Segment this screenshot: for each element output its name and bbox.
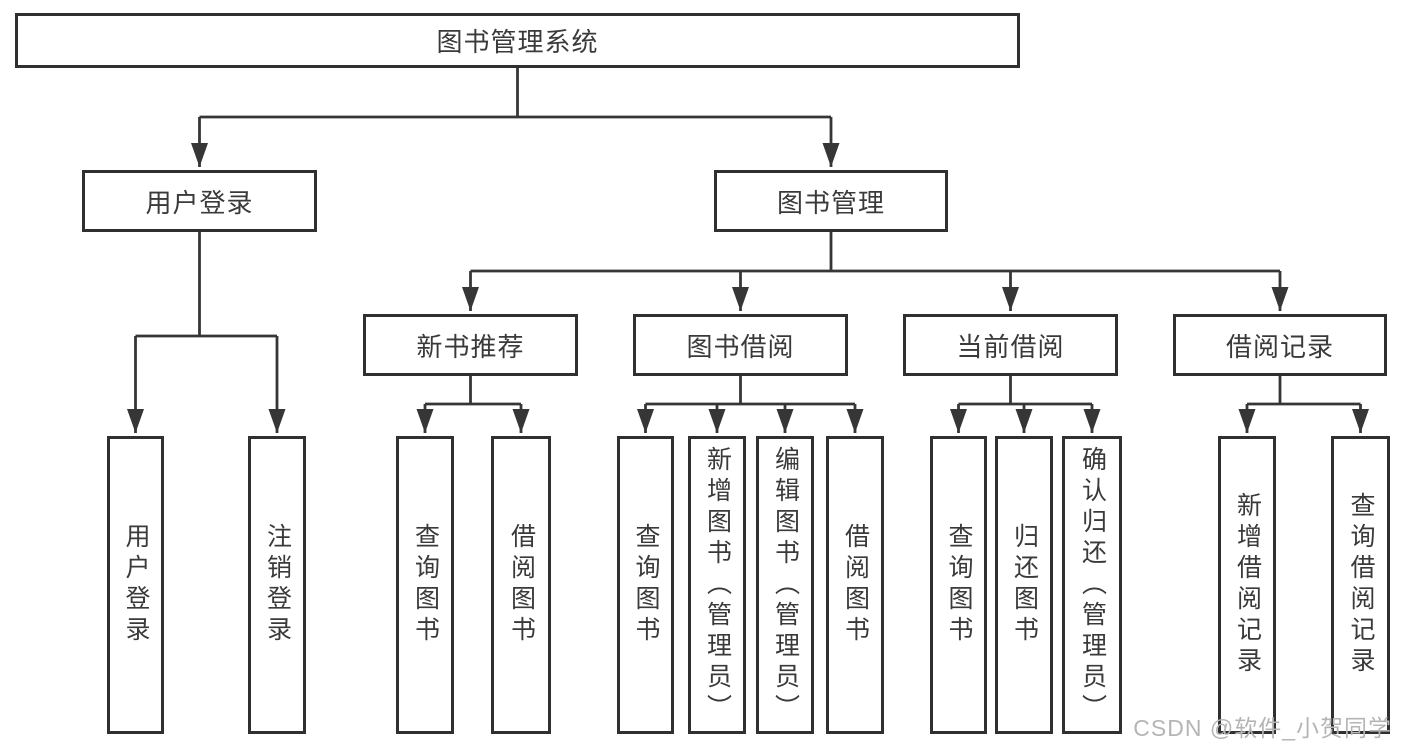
leaf-edit-books-admin: 编辑图书（管理员）: [756, 436, 814, 734]
connector-records-fork: [1247, 376, 1361, 406]
leaf-borrow-books-recommend-label: 借阅图书: [507, 523, 536, 647]
leaf-query-books-current-label: 查询图书: [945, 523, 973, 647]
node-current-borrowing: 当前借阅: [903, 314, 1118, 376]
leaf-return-books: 归还图书: [995, 436, 1053, 734]
leaf-query-books-current: 查询图书: [930, 436, 987, 734]
connector-userlogin-fork: [135, 232, 277, 338]
leaf-confirm-return-admin: 确认归还（管理员）: [1062, 436, 1122, 734]
leaf-return-books-label: 归还图书: [1010, 523, 1039, 647]
leaf-query-borrow-record-label: 查询借阅记录: [1347, 492, 1375, 678]
leaf-user-login-label: 用户登录: [122, 523, 150, 647]
leaf-add-books-admin-label: 新增图书（管理员）: [703, 445, 732, 725]
leaf-add-borrow-record: 新增借阅记录: [1218, 436, 1276, 734]
leaf-borrow-books-recommend: 借阅图书: [491, 436, 551, 734]
leaf-add-borrow-record-label: 新增借阅记录: [1233, 492, 1262, 678]
leaf-borrow-books-borrow-label: 借阅图书: [841, 523, 870, 647]
leaf-query-books-borrow-label: 查询图书: [632, 523, 660, 647]
leaf-query-borrow-record: 查询借阅记录: [1331, 436, 1390, 734]
node-book-management: 图书管理: [714, 170, 948, 232]
node-borrowing-records: 借阅记录: [1173, 314, 1387, 376]
node-user-login: 用户登录: [82, 170, 317, 232]
connector-newbook-fork: [425, 376, 521, 406]
connector-currentborrow-fork: [958, 376, 1092, 406]
csdn-watermark: CSDN @软件_小贺同学: [1133, 715, 1392, 741]
leaf-logout: 注销登录: [248, 436, 306, 734]
leaf-add-books-admin: 新增图书（管理员）: [688, 436, 746, 734]
leaf-edit-books-admin-label: 编辑图书（管理员）: [771, 445, 800, 725]
node-new-book-recommend: 新书推荐: [363, 314, 578, 376]
connector-bookborrow-fork: [645, 376, 855, 406]
leaf-confirm-return-admin-label: 确认归还（管理员）: [1078, 445, 1107, 725]
node-book-borrowing: 图书借阅: [633, 314, 848, 376]
leaf-query-books-recommend-label: 查询图书: [411, 523, 440, 647]
connector-bookmgmt-fork: [470, 232, 1280, 273]
leaf-borrow-books-borrow: 借阅图书: [826, 436, 884, 734]
leaf-query-books-borrow: 查询图书: [617, 436, 674, 734]
leaf-user-login: 用户登录: [107, 436, 164, 734]
connector-root-to-level2: [199, 68, 831, 119]
leaf-query-books-recommend: 查询图书: [396, 436, 454, 734]
leaf-logout-label: 注销登录: [263, 523, 292, 647]
node-root: 图书管理系统: [15, 13, 1020, 68]
